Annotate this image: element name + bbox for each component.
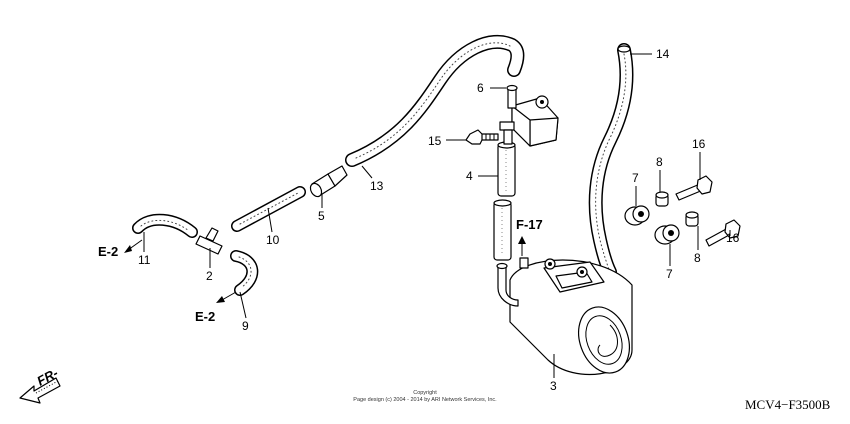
callout-14: 14	[656, 47, 670, 61]
bolt-16-lower[interactable]	[705, 219, 741, 247]
bolt-15[interactable]	[465, 129, 499, 145]
callout-2: 2	[206, 269, 213, 283]
hose-14[interactable]	[588, 43, 634, 279]
ref-e2-bottom[interactable]: E-2	[195, 309, 215, 324]
callout-8-upper: 8	[656, 155, 663, 169]
grommet-7-upper[interactable]	[624, 205, 650, 226]
collar-8-upper[interactable]	[655, 191, 669, 207]
front-direction-arrow	[19, 377, 61, 404]
copyright-text: Page design (c) 2004 - 2014 by ARI Netwo…	[353, 397, 497, 403]
joint-5[interactable]	[308, 165, 348, 199]
callout-15: 15	[428, 134, 442, 148]
callout-8-lower: 8	[694, 251, 701, 265]
hose-4[interactable]	[493, 141, 516, 261]
callout-13: 13	[370, 179, 384, 193]
canister-3[interactable]	[496, 257, 638, 380]
callout-16-upper: 16	[692, 137, 706, 151]
callout-10: 10	[266, 233, 280, 247]
hose-11[interactable]	[132, 213, 198, 238]
bolt-16-upper[interactable]	[675, 175, 713, 201]
callout-5: 5	[318, 209, 325, 223]
solenoid-valve[interactable]	[499, 84, 559, 147]
hose-13[interactable]	[345, 34, 525, 167]
callout-11: 11	[138, 253, 151, 267]
callout-3: 3	[550, 379, 557, 393]
callout-4: 4	[466, 169, 473, 183]
hose-9[interactable]	[230, 250, 259, 296]
t-joint-2[interactable]	[195, 227, 223, 255]
collar-8-lower[interactable]	[685, 211, 699, 227]
callout-16-lower: 16	[726, 231, 740, 245]
grommet-7-lower[interactable]	[654, 224, 680, 245]
diagram-code: MCV4−F3500B	[745, 397, 831, 412]
copyright-title: Copyright	[413, 390, 437, 396]
ref-f17[interactable]: F-17	[516, 217, 543, 232]
callout-9: 9	[242, 319, 249, 333]
ref-e2-top[interactable]: E-2	[98, 244, 118, 259]
reference-arrows	[124, 236, 526, 303]
callout-7-lower: 7	[666, 267, 673, 281]
callout-6: 6	[477, 81, 484, 95]
callout-7-upper: 7	[632, 171, 639, 185]
